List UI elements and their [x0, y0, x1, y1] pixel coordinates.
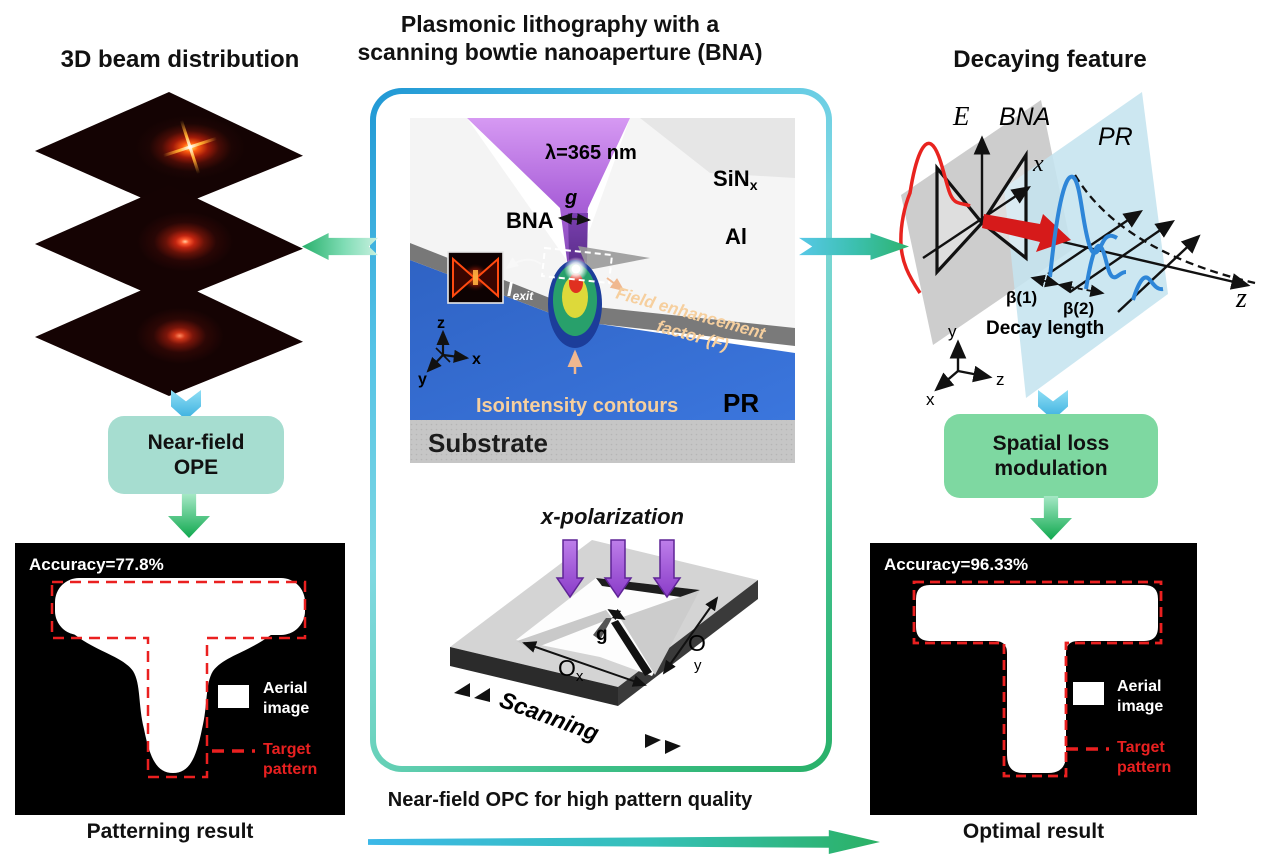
beam-hotspot-star	[153, 110, 229, 186]
decay-axes-triad	[934, 339, 993, 392]
aerial-image-swatch	[1073, 682, 1104, 705]
accuracy-label: Accuracy=77.8%	[29, 555, 164, 574]
lithography-scene: λ=365 nm SiNx Al BNA g Iexit Field enhan…	[410, 118, 795, 463]
legend-aerial-line2: image	[1117, 698, 1163, 715]
legend-aerial-line1: Aerial	[263, 680, 307, 697]
decay-length-arrows	[1030, 274, 1105, 297]
spatial-loss-modulation-box: Spatial loss modulation	[944, 414, 1158, 498]
oy-dimension-arrow	[662, 596, 719, 675]
accuracy-label: Accuracy=96.33%	[884, 555, 1028, 574]
al-layer-right	[596, 307, 795, 346]
scene-axes-triad	[426, 329, 470, 373]
slm-box-line2: modulation	[994, 457, 1108, 480]
al-label: Al	[725, 224, 747, 249]
arrow-left-icon	[302, 233, 378, 260]
substrate-region	[410, 420, 795, 463]
optimal-result-panel: Accuracy=96.33% Aerial image Target patt…	[870, 543, 1197, 815]
legend-target-line1: Target	[1117, 739, 1165, 756]
gap-dimension-arrow	[607, 608, 626, 621]
bowtie-tip-left-shadow	[593, 618, 612, 640]
aerial-image-swatch	[218, 685, 249, 708]
legend-target-line1: Target	[263, 741, 311, 758]
right-heading: Decaying feature	[953, 46, 1147, 73]
aerial-image-shape	[70, 631, 276, 773]
legend-aerial-line2: image	[263, 700, 309, 717]
decay-diagram: E BNA x PR z β(1) β(2) Decay length y z …	[899, 92, 1256, 409]
arrow-down-green-icon-left	[168, 494, 210, 538]
scene-axis-x: x	[472, 351, 481, 368]
legend-target-line2: pattern	[1117, 759, 1171, 776]
ope-box-line2: OPE	[173, 456, 219, 479]
xpol-heading: x-polarization	[540, 504, 684, 529]
legend-aerial-line1: Aerial	[1117, 678, 1161, 695]
ox-label: Ox	[558, 655, 584, 685]
decay-envelope-dashed	[1074, 174, 1256, 285]
sinx-slab-shading	[640, 118, 795, 178]
pr-label: PR	[723, 388, 759, 418]
near-field-ope-box: Near-field OPE	[108, 416, 284, 494]
beam-sheet-bottom	[35, 278, 303, 396]
sinx-label: SiNx	[713, 166, 758, 193]
decay-z-label: z	[1235, 283, 1247, 314]
field-pointer-arrow	[606, 277, 625, 292]
scene-axis-y: y	[418, 371, 427, 388]
figure-title-line2: scanning bowtie nanoaperture (BNA)	[357, 39, 763, 65]
coupling-arrow	[982, 214, 1071, 252]
exit-plane-dashed-box	[540, 246, 614, 285]
figure-title: Plasmonic lithography with a scanning bo…	[300, 10, 820, 66]
decay-pr-label: PR	[1098, 123, 1133, 151]
ox-dimension-arrow	[522, 641, 647, 687]
substrate-label: Substrate	[428, 428, 548, 458]
decay-length-label: Decay length	[986, 318, 1104, 339]
bna-label: BNA	[506, 208, 554, 233]
target-pattern-outline	[912, 580, 1163, 778]
oy-sub-label: y	[694, 657, 702, 674]
figure-title-line1: Plasmonic lithography with a	[400, 11, 720, 37]
bowtie-tip-left	[517, 610, 612, 650]
left-heading: 3D beam distribution	[60, 46, 300, 73]
exit-intensity-label: Iexit	[507, 279, 534, 303]
slm-box-line1: Spatial loss	[992, 432, 1110, 455]
target-pattern-outline	[50, 580, 307, 779]
e-field-label: E	[952, 101, 970, 131]
panel-legend: Aerial image Target pattern	[212, 680, 317, 778]
decaying-field-curves	[1048, 174, 1164, 301]
patterning-result-panel: Accuracy=77.8% Aerial image Target patte…	[15, 543, 345, 815]
triad-y-label: y	[948, 322, 957, 341]
decay-bna-label: BNA	[999, 103, 1050, 131]
photoresist-region	[410, 260, 795, 420]
triad-z-label: z	[996, 370, 1005, 389]
xpol-scene: g Ox O y Scanning	[450, 539, 758, 754]
polarization-arrows	[555, 539, 682, 599]
scene-axis-z: z	[437, 315, 445, 332]
wavelength-label: λ=365 nm	[545, 142, 637, 164]
ope-box-line1: Near-field	[147, 431, 245, 454]
aerial-image-shape	[916, 585, 1158, 773]
right-caption: Optimal result	[962, 820, 1105, 843]
bowtie-arm-wedge	[578, 246, 650, 270]
panel-legend: Aerial image Target pattern	[1066, 678, 1171, 776]
triad-x-label: x	[926, 390, 935, 409]
opc-caption: Near-field OPC for high pattern quality	[387, 789, 753, 811]
beam-stack	[35, 92, 303, 398]
left-caption: Patterning result	[86, 820, 254, 843]
arrow-down-green-icon-right	[1030, 496, 1072, 540]
legend-target-line2: pattern	[263, 761, 317, 778]
isointensity-label: Isointensity contours	[476, 395, 678, 417]
beta2-label: β(2)	[1063, 299, 1094, 318]
gap-label: g	[564, 187, 577, 209]
pr-plane	[1004, 92, 1168, 398]
aerial-image-bar	[55, 578, 305, 635]
decay-x-label: x	[1032, 151, 1044, 177]
isointensity-contours	[548, 257, 602, 348]
gap-arrow	[558, 212, 591, 226]
opc-flow-arrow-icon	[368, 830, 880, 854]
xpol-gap-label: g	[596, 624, 608, 645]
uv-beam	[467, 118, 630, 268]
inset-pointer-arrow	[505, 257, 542, 270]
oy-label: O	[688, 630, 706, 656]
exit-field-inset	[447, 251, 504, 304]
beta1-label: β(1)	[1006, 288, 1037, 307]
